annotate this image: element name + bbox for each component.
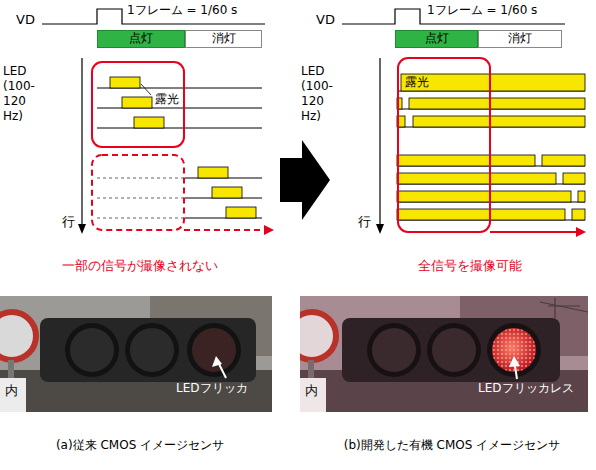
exposure-bar <box>578 191 585 202</box>
signal-visor <box>427 323 481 377</box>
signal-lamp <box>372 328 416 372</box>
off-period-box: 消灯 <box>478 30 562 48</box>
box-text: 消灯 <box>212 32 236 45</box>
signal-visor <box>125 323 179 377</box>
exposure-label: 露光 <box>155 92 179 106</box>
pointer-arrow <box>219 364 226 378</box>
row-line <box>97 128 262 129</box>
box-text: 点灯 <box>425 32 449 45</box>
road-sign <box>0 312 36 360</box>
antenna <box>554 298 555 318</box>
led-dots <box>492 328 536 372</box>
photo-sky <box>300 296 588 412</box>
signal-name: VD <box>316 12 335 28</box>
exposure-pulse <box>134 117 164 128</box>
signal-housing <box>40 318 256 382</box>
on-period-box: 点灯 <box>97 30 185 48</box>
result-note: 一部の信号が撮像されない <box>62 258 218 274</box>
highlight-frame <box>92 62 184 147</box>
exposure-bar <box>397 209 565 220</box>
arrow-head <box>576 227 586 237</box>
row-line-dashed <box>97 218 185 219</box>
exposure-bar <box>401 74 585 91</box>
sign-pole <box>308 360 314 380</box>
signal-housing <box>342 318 560 382</box>
axis-label: LED (100- 120 Hz) <box>301 64 347 124</box>
readout-arrow <box>490 231 578 233</box>
sign-pole <box>8 360 14 380</box>
sign-text: 内 <box>305 383 318 399</box>
arrow-head <box>376 224 384 234</box>
sign-text: 内 <box>5 383 18 399</box>
exposure-pulse <box>198 167 228 178</box>
arrow-head <box>212 356 222 367</box>
on-period-box: 点灯 <box>395 30 478 48</box>
result-note: 全信号を撮像可能 <box>418 258 522 274</box>
antenna <box>540 302 588 312</box>
exposure-bar <box>397 191 571 202</box>
signal-visor <box>367 323 421 377</box>
photo-sky <box>0 296 272 412</box>
sign-plate <box>0 378 26 412</box>
row-axis-label: 行 <box>62 214 75 230</box>
signal-name: VD <box>16 12 35 28</box>
exposure-bar <box>572 209 585 220</box>
sign-plate <box>300 378 326 412</box>
signal-lamp-off <box>192 328 236 372</box>
missed-frame <box>92 155 184 230</box>
off-period-box: 消灯 <box>185 30 262 48</box>
row-axis <box>379 58 380 226</box>
exposure-pulse <box>212 187 242 198</box>
exposure-bar <box>397 155 535 166</box>
box-text: 点灯 <box>129 32 153 45</box>
antenna <box>548 306 580 307</box>
signal-visor <box>65 323 119 377</box>
frame-period: 1フレーム = 1/60 s <box>427 3 537 17</box>
axis-label: LED (100- 120 Hz) <box>3 64 49 124</box>
signal-lamp <box>130 328 174 372</box>
signal-lamp-lit <box>492 328 536 372</box>
exposure-bar <box>542 155 585 166</box>
caption: (a)従来 CMOS イメージセンサ <box>56 438 224 452</box>
frame-period: 1フレーム = 1/60 s <box>127 3 237 17</box>
exposure-bar <box>397 173 556 184</box>
signal-lamp <box>432 328 476 372</box>
arrow-head <box>264 225 274 235</box>
photo-callout: LEDフリッカレス <box>478 381 574 395</box>
leader-line <box>141 84 151 95</box>
readout-arrow <box>184 229 266 231</box>
signal-visor <box>187 323 241 377</box>
caption: (b)開発した有機 CMOS イメージセンサ <box>344 438 560 452</box>
exposure-pulse <box>110 77 140 88</box>
exposure-pulse <box>226 207 256 218</box>
pointer-arrow <box>515 366 517 379</box>
transition-arrow <box>280 140 330 220</box>
box-text: 消灯 <box>508 32 532 45</box>
signal-visor <box>487 323 541 377</box>
row-axis <box>81 58 82 226</box>
row-line-dashed <box>97 178 185 179</box>
highlight-frame <box>398 58 490 232</box>
row-axis-label: 行 <box>358 214 371 230</box>
exposure-bar <box>413 116 585 127</box>
exposure-pulse <box>122 97 152 108</box>
arrow-head <box>509 356 520 367</box>
traffic-light-photo <box>300 296 588 412</box>
exposure-bar <box>409 98 585 109</box>
arrow-head <box>78 224 86 234</box>
road-sign <box>300 312 336 360</box>
exposure-label: 露光 <box>405 76 429 89</box>
row-line-dashed <box>97 198 185 199</box>
signal-lamp <box>70 328 114 372</box>
photo-callout: LEDフリッカ <box>176 381 248 395</box>
exposure-bar <box>563 173 585 184</box>
traffic-light-photo <box>0 296 272 412</box>
